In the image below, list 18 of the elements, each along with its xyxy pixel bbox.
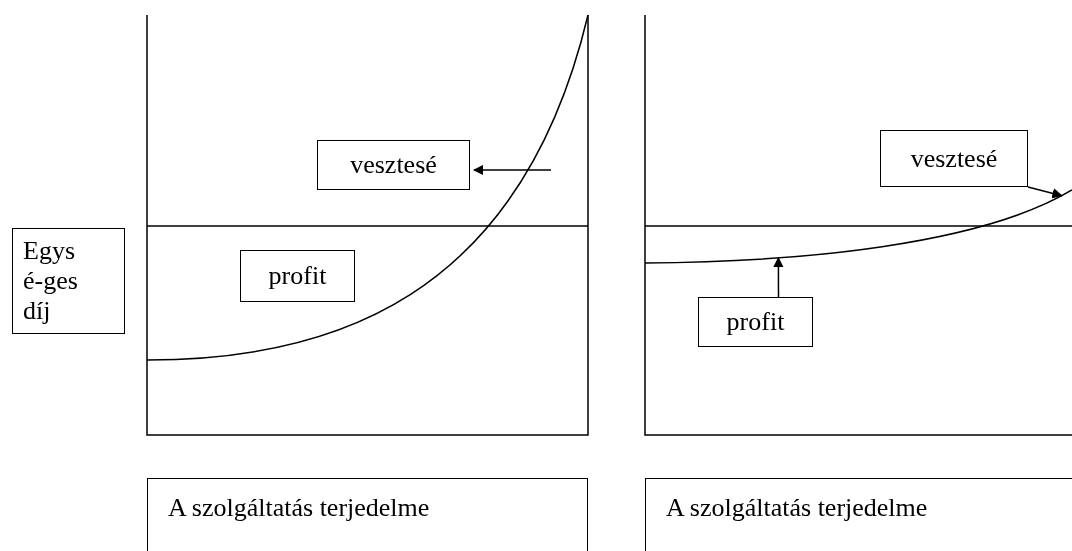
- arrow: [1027, 186, 1063, 199]
- label-box: [317, 140, 470, 190]
- box-label: A szolgáltatás terjedelme: [666, 493, 928, 523]
- label-box: [698, 297, 813, 347]
- box-label: profit: [726, 307, 785, 337]
- box-label: vesztesé: [350, 150, 437, 180]
- arrow: [472, 164, 552, 176]
- arrow: [773, 256, 784, 298]
- box-label: Egys é-ges díj: [23, 236, 79, 326]
- cost-curve: [644, 189, 1072, 264]
- box-label: vesztesé: [910, 143, 998, 174]
- label-box: [880, 130, 1028, 187]
- box-label: A szolgáltatás terjedelme: [168, 493, 430, 523]
- label-box: [240, 250, 355, 302]
- label-box: [645, 478, 1072, 551]
- label-box: [147, 478, 588, 551]
- label-box: [12, 228, 125, 334]
- box-label: profit: [268, 261, 327, 291]
